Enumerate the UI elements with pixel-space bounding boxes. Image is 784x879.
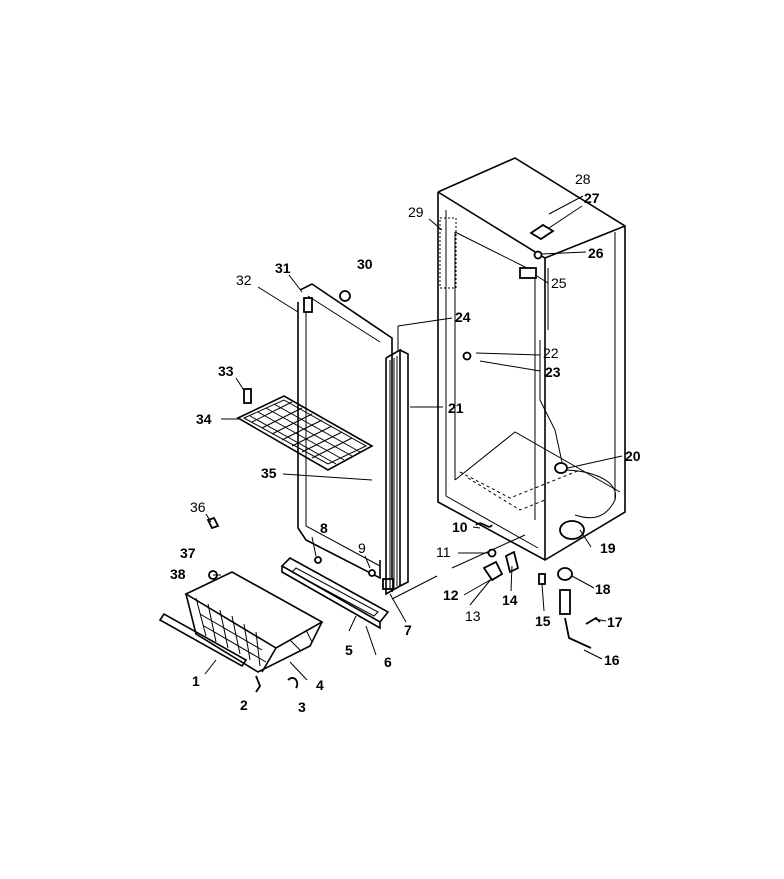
callout-25: 25 [551, 275, 567, 291]
callout-28: 28 [575, 171, 591, 187]
callout-24: 24 [455, 309, 471, 325]
callout-29: 29 [408, 204, 424, 220]
callout-3: 3 [298, 699, 306, 715]
callout-38: 38 [170, 566, 186, 582]
cabinet-small-parts [462, 223, 601, 649]
door-frame [297, 283, 394, 592]
callout-1: 1 [192, 673, 200, 689]
bottom-panel [280, 557, 390, 630]
callout-8: 8 [320, 520, 328, 536]
callout-2: 2 [240, 697, 248, 713]
callout-labels: 1 2 3 4 5 6 7 8 9 10 11 12 13 14 15 16 1… [170, 171, 641, 715]
callout-22: 22 [543, 345, 559, 361]
callout-7: 7 [404, 622, 412, 638]
basket [158, 516, 324, 693]
door-panel-stack [385, 348, 409, 596]
callout-5: 5 [345, 642, 353, 658]
callout-21: 21 [448, 400, 464, 416]
callout-9: 9 [358, 540, 366, 556]
cabinet [437, 157, 626, 561]
callout-27: 27 [584, 190, 600, 206]
callout-31: 31 [275, 260, 291, 276]
callout-37: 37 [180, 545, 196, 561]
callout-33: 33 [218, 363, 234, 379]
callout-19: 19 [600, 540, 616, 556]
wire-shelf [236, 388, 374, 471]
callout-20: 20 [625, 448, 641, 464]
callout-16: 16 [604, 652, 620, 668]
callout-30: 30 [357, 256, 373, 272]
callout-32: 32 [236, 272, 252, 288]
callout-17: 17 [607, 614, 623, 630]
callout-11: 11 [436, 544, 451, 560]
callout-23: 23 [545, 364, 561, 380]
callout-15: 15 [535, 613, 551, 629]
callout-10: 10 [452, 519, 468, 535]
callout-14: 14 [502, 592, 518, 608]
callout-13: 13 [465, 608, 481, 624]
callout-36: 36 [190, 499, 206, 515]
leader-lines [204, 195, 623, 681]
callout-4: 4 [316, 677, 324, 693]
callout-35: 35 [261, 465, 277, 481]
callout-18: 18 [595, 581, 611, 597]
callout-26: 26 [588, 245, 604, 261]
callout-12: 12 [443, 587, 459, 603]
callout-34: 34 [196, 411, 212, 427]
callout-6: 6 [384, 654, 392, 670]
